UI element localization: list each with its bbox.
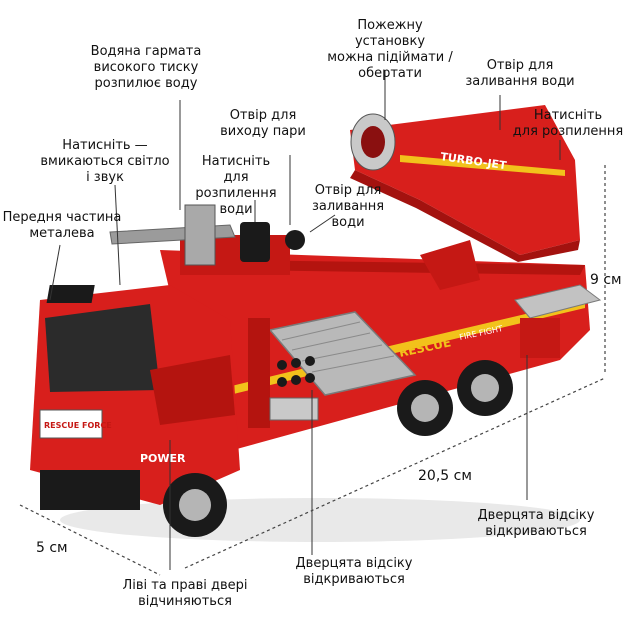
press-spray-right-label: Натисніть для розпилення [512,108,624,139]
rear-compartment-door [514,284,602,319]
turbo-jet-cannon [350,105,580,255]
rear-panel [520,318,560,358]
compartment-door-right-label: Дверцята відсіку відкриваються [477,508,595,539]
water-inlet-mid-label: Отвір для заливання води [311,183,385,230]
water-inlet-cap [285,230,305,250]
yellow-stripe [330,300,585,368]
water-cannon-label: Водяна гармата високого тиску розпилює в… [90,44,202,91]
rescue-force-plate [39,409,103,439]
pointer-lines [49,70,561,570]
spray-button [240,222,270,262]
water-cannon-valve [184,204,216,266]
control-knobs [277,356,315,387]
press-light-sound-label: Натисніть — вмикаються світло і звук [40,138,170,185]
spring-coil [269,397,319,421]
rotate-mount-label: Пожежну установку можна підіймати / обер… [327,18,453,81]
metal-front-label: Передня частина металева [2,210,122,241]
width-dimension: 5 см [36,540,68,556]
height-dimension: 9 см [590,272,622,288]
cannon-stripe [400,155,565,176]
wheels [163,360,513,537]
turret-base [420,240,480,290]
compartment-door-open [268,311,417,396]
water-inlet-top-label: Отвір для заливання води [465,58,575,89]
ladder-rail [248,318,270,428]
yellow-stripe-front [215,362,332,398]
light-sound-button [46,285,95,303]
door-ribs [281,321,395,373]
compartment-door-bottom-label: Дверцята відсіку відкриваються [295,556,413,587]
cab-doors-label: Ліві та праві двері відчиняються [122,578,248,609]
deck-edge [230,260,585,275]
cannon-lens-inner [361,126,385,158]
length-dimension: 20,5 см [418,468,472,484]
cannon-underside [350,170,580,262]
rescue-force-text: RESCUE FORCE [44,421,112,430]
cab-door [150,355,235,425]
windshield [45,304,160,392]
steam-outlet-label: Отвір для виходу пари [220,108,306,139]
power-text: POWER [140,452,186,465]
dimension-lines [19,165,606,576]
press-spray-mid-label: Натисніть для розпилення води [195,154,277,217]
front-grille [40,470,140,510]
